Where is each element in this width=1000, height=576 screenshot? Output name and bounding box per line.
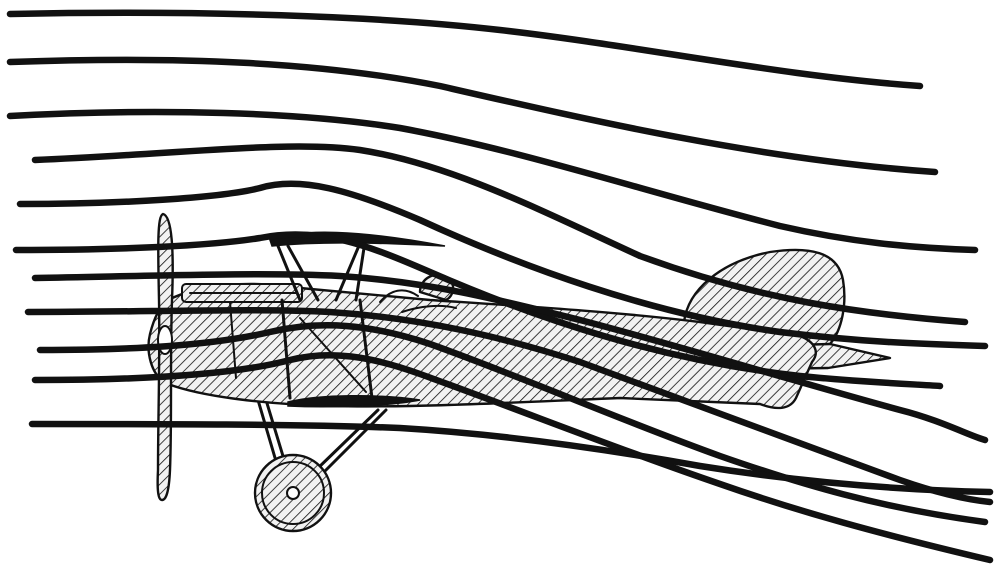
propeller-hub — [158, 326, 172, 354]
streamline-1 — [10, 13, 920, 86]
streamline-3 — [10, 112, 975, 250]
landing-wheel — [255, 455, 331, 531]
propeller — [158, 214, 173, 500]
